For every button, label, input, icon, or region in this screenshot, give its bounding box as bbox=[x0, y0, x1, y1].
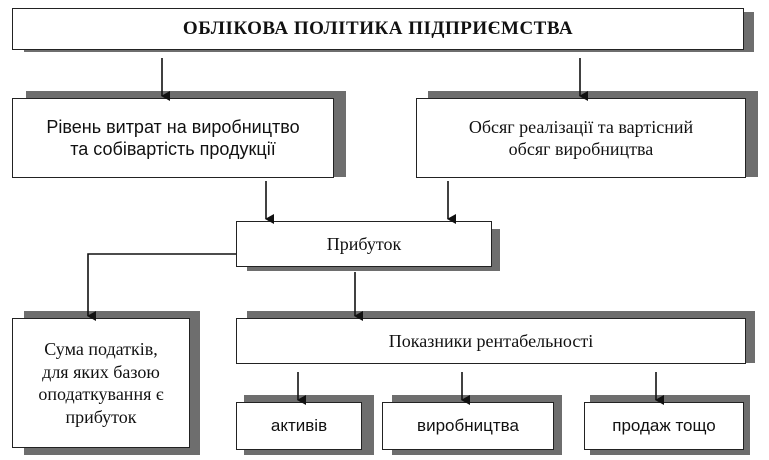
title-box: ОБЛІКОВА ПОЛІТИКА ПІДПРИЄМСТВА bbox=[12, 8, 744, 50]
indicator-production-box: виробництва bbox=[382, 402, 554, 450]
taxes-line-2: для яких базою bbox=[42, 361, 160, 382]
right-factor-box: Обсяг реалізації та вартісний обсяг виро… bbox=[416, 98, 746, 178]
indicator-assets-label: активів bbox=[270, 416, 328, 436]
title-label: ОБЛІКОВА ПОЛІТИКА ПІДПРИЄМСТВА bbox=[182, 18, 574, 40]
right-factor-line-2: обсяг виробництва bbox=[508, 139, 654, 159]
left-factor-line-2: та собівартість продукції bbox=[70, 139, 276, 159]
indicator-sales-label: продаж тощо bbox=[612, 416, 716, 436]
indicator-sales-box: продаж тощо bbox=[584, 402, 744, 450]
taxes-line-3: оподаткування є bbox=[38, 384, 164, 404]
taxes-line-4: прибуток bbox=[65, 406, 137, 427]
taxes-line-1: Сума податків, bbox=[44, 339, 158, 359]
left-factor-box: Рівень витрат на виробництво та собіварт… bbox=[12, 98, 334, 178]
arrow-profit-to-taxes bbox=[87, 253, 236, 321]
right-factor-line-1: Обсяг реалізації та вартісний bbox=[468, 116, 694, 137]
profit-label: Прибуток bbox=[326, 233, 402, 254]
indicator-production-label: виробництва bbox=[417, 416, 519, 436]
profitability-label: Показники рентабельності bbox=[388, 330, 594, 351]
profitability-box: Показники рентабельності bbox=[236, 318, 746, 364]
profit-box: Прибуток bbox=[236, 221, 492, 267]
taxes-box: Сума податків, для яких базою оподаткува… bbox=[12, 318, 190, 448]
left-factor-line-1: Рівень витрат на виробництво bbox=[46, 116, 300, 137]
